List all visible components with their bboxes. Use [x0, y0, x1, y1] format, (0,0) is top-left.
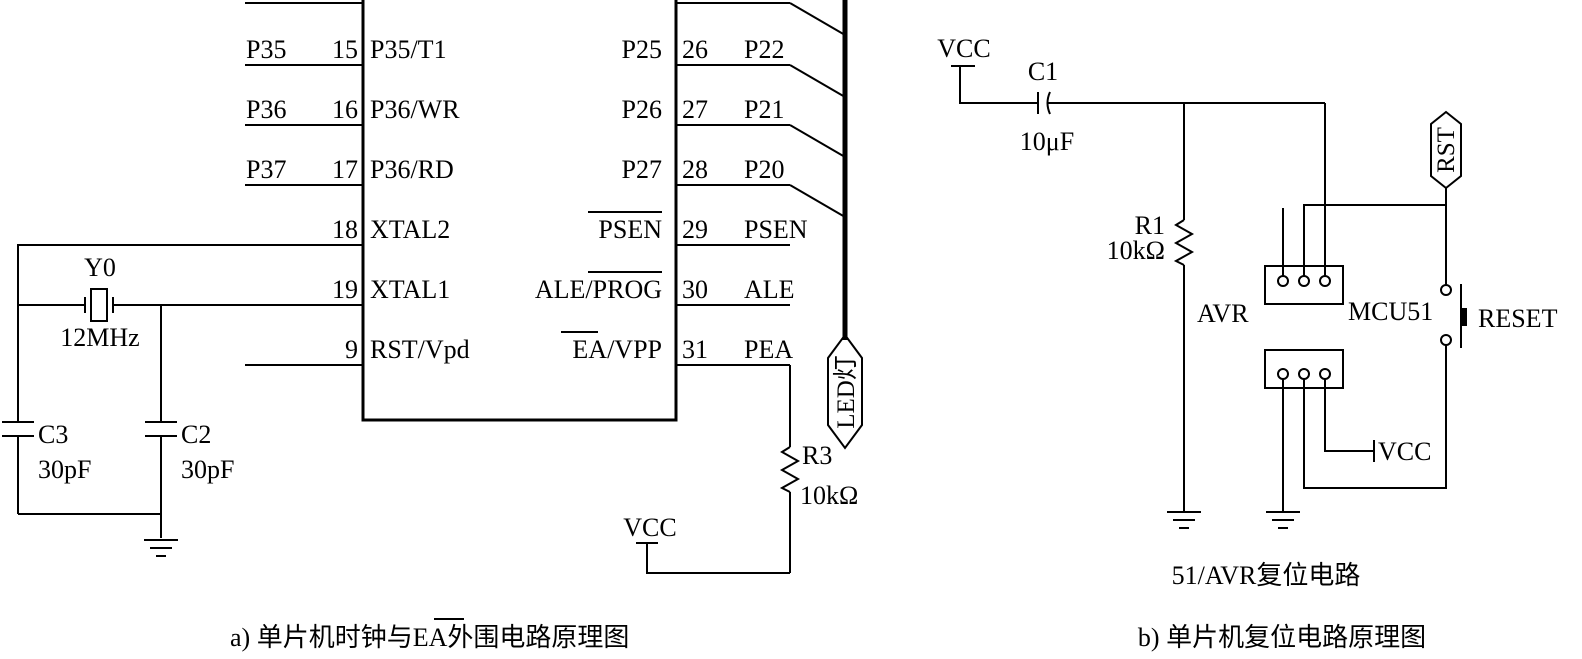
- pin-name-p35-t1: P35/T1: [370, 35, 447, 64]
- resistor-r1: [1173, 219, 1195, 266]
- led-port-tag: [827, 333, 863, 450]
- figure-b: VCC C1 10μF R1 10kΩ AVR MCU51: [937, 34, 1557, 652]
- bus-entry-p22: [789, 64, 846, 98]
- caption-a-ea: EA: [413, 623, 448, 652]
- pin-number-27: 27: [682, 95, 708, 124]
- r1-ref: R1: [1135, 211, 1165, 240]
- mcu-chip-body: [361, 0, 678, 422]
- pin-number-15: 15: [332, 35, 358, 64]
- net-label-psen: PSEN: [744, 215, 808, 244]
- switch-contact-top: [1440, 284, 1452, 296]
- pin-number-29: 29: [682, 215, 708, 244]
- net-label-p36: P36: [246, 95, 286, 124]
- caption-a-suffix: 外围电路原理图: [447, 623, 629, 652]
- pin-number-19: 19: [332, 275, 358, 304]
- pin-name-psen: PSEN: [598, 215, 662, 244]
- rst-tag-label: RST: [1433, 127, 1460, 173]
- wire-jumper-top-2: [1303, 204, 1446, 276]
- vcc-label-a: VCC: [623, 513, 676, 542]
- jumper-pin: [1298, 368, 1310, 380]
- wire-jumper-bot-2: [1303, 344, 1447, 489]
- c3-ref: C3: [38, 420, 68, 449]
- wire-r3-vcc: [646, 543, 790, 574]
- net-label-p21: P21: [744, 95, 784, 124]
- vcc-label-b-top: VCC: [937, 34, 990, 63]
- mcu51-label: MCU51: [1348, 297, 1433, 326]
- pin-number-9: 9: [345, 335, 358, 364]
- ground-icon: [144, 539, 178, 557]
- r3-value: 10kΩ: [800, 481, 858, 510]
- caption-b: b) 单片机复位电路原理图: [1138, 623, 1426, 652]
- net-label-p37: P37: [246, 155, 286, 184]
- bus-entry-top: [789, 2, 846, 36]
- net-label-p35: P35: [246, 35, 286, 64]
- reset-circuit-subtitle: 51/AVR复位电路: [1172, 561, 1361, 590]
- net-label-p20: P20: [744, 155, 784, 184]
- c3-value: 30pF: [38, 455, 91, 484]
- caption-a-prefix: a) 单片机时钟与: [230, 623, 413, 652]
- pin-number-31: 31: [682, 335, 708, 364]
- pin-name-ale-prog: ALE/PROG: [535, 275, 662, 304]
- switch-button-icon: [1461, 308, 1467, 326]
- jumper-pin: [1319, 275, 1331, 287]
- pin-number-17: 17: [332, 155, 358, 184]
- crystal-value: 12MHz: [60, 323, 139, 352]
- c1-plate-right: [1046, 91, 1051, 115]
- bus-entry-p20: [789, 184, 846, 218]
- pin-number-26: 26: [682, 35, 708, 64]
- jumper-pin: [1277, 275, 1289, 287]
- pin-name-xtal2: XTAL2: [370, 215, 450, 244]
- wire-vcc-c1: [959, 66, 1038, 104]
- r1-value: 10kΩ: [1107, 236, 1165, 265]
- bus-entry-p21: [789, 124, 846, 158]
- led-tag-label: LED灯: [832, 355, 860, 429]
- c1-value: 10μF: [1020, 127, 1074, 156]
- jumper-pin: [1319, 368, 1331, 380]
- pin-number-18: 18: [332, 215, 358, 244]
- net-label-ale: ALE: [744, 275, 795, 304]
- crystal-ref: Y0: [84, 253, 116, 282]
- avr-label: AVR: [1197, 299, 1249, 328]
- pin-name-p26: P26: [622, 95, 662, 124]
- c1-ref: C1: [1028, 57, 1058, 86]
- jumper-pin: [1298, 275, 1310, 287]
- pin-number-28: 28: [682, 155, 708, 184]
- figure-a: P35 P36 P37 15 16 17 18 19 9 P35/T1 P36/…: [2, 0, 863, 652]
- vcc-label-b-right: VCC: [1378, 437, 1431, 466]
- pin-number-30: 30: [682, 275, 708, 304]
- reset-label: RESET: [1478, 304, 1558, 333]
- pin-name-p36-wr: P36/WR: [370, 95, 460, 124]
- wire-xtal2: [17, 244, 363, 422]
- c2-value: 30pF: [181, 455, 234, 484]
- pin-name-xtal1: XTAL1: [370, 275, 450, 304]
- switch-contact-bottom: [1440, 334, 1452, 346]
- net-label-pea: PEA: [744, 335, 793, 364]
- wire-jumper-bot-3: [1324, 379, 1374, 452]
- r3-ref: R3: [802, 441, 832, 470]
- c2-ref: C2: [181, 420, 211, 449]
- pin-name-p25: P25: [622, 35, 662, 64]
- pin-number-16: 16: [332, 95, 358, 124]
- pin-name-ea-vpp: EA/VPP: [572, 335, 662, 364]
- crystal-y0: [90, 288, 108, 322]
- ground-icon: [1167, 511, 1201, 529]
- pin-name-p27: P27: [622, 155, 662, 184]
- ground-icon: [1266, 511, 1300, 529]
- net-label-p22: P22: [744, 35, 784, 64]
- pin-name-rst-vpd: RST/Vpd: [370, 335, 470, 364]
- jumper-pin: [1277, 368, 1289, 380]
- caption-a: a) 单片机时钟与EA外围电路原理图: [230, 623, 629, 652]
- resistor-r3: [779, 446, 801, 493]
- pin-name-p36-rd: P36/RD: [370, 155, 454, 184]
